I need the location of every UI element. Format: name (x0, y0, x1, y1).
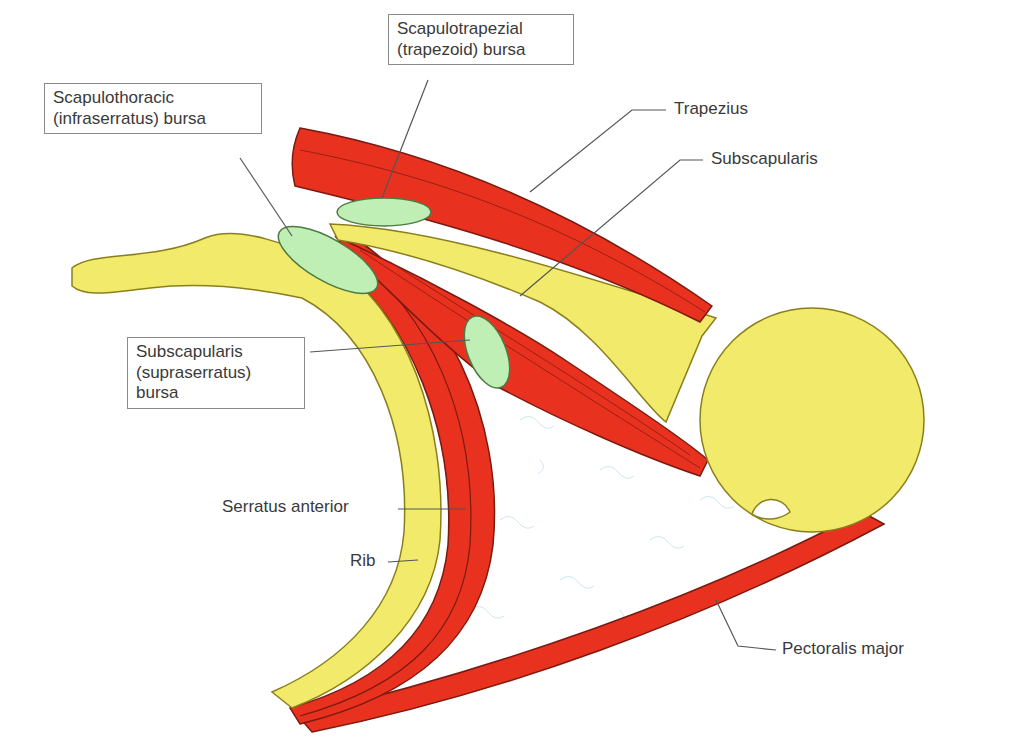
fat-texture (700, 496, 734, 508)
fat-texture (520, 416, 554, 428)
leader-line (716, 600, 776, 650)
fat-texture (650, 536, 684, 548)
box-text: Subscapularis (supraserratus) bursa (136, 342, 296, 404)
fat-texture (500, 516, 534, 528)
fat-texture (600, 466, 634, 478)
leader-line (382, 80, 428, 198)
muscle-label: Serratus anterior (220, 497, 351, 517)
leader-line (398, 508, 466, 509)
humeral-head (700, 308, 924, 532)
scapula-bone (330, 224, 716, 422)
bicipital-groove (752, 499, 790, 519)
leader-line (520, 160, 703, 296)
muscle-label: Trapezius (672, 99, 750, 119)
leader-line (310, 340, 470, 352)
muscle-label: Pectoralis major (780, 639, 906, 659)
bursa-label-box: Scapulotrapezial (trapezoid) bursa (388, 14, 574, 65)
fat-texture (560, 576, 594, 588)
fat-texture (538, 460, 544, 474)
leader-line (388, 560, 418, 562)
rib-bone (72, 234, 441, 708)
box-text: Scapulothoracic (infraserratus) bursa (53, 88, 253, 129)
box-text: Scapulotrapezial (trapezoid) bursa (397, 19, 565, 60)
bone-label: Rib (348, 551, 378, 571)
supraserratus-bursa (455, 310, 519, 395)
bursa-label-box: Scapulothoracic (infraserratus) bursa (44, 83, 262, 134)
leader-line (240, 158, 292, 236)
muscle-label: Subscapularis (709, 149, 820, 169)
bursa-label-box: Subscapularis (supraserratus) bursa (127, 337, 305, 409)
trapezoid-bursa (337, 198, 431, 226)
leader-line (530, 110, 666, 192)
fat-texture (470, 606, 504, 618)
